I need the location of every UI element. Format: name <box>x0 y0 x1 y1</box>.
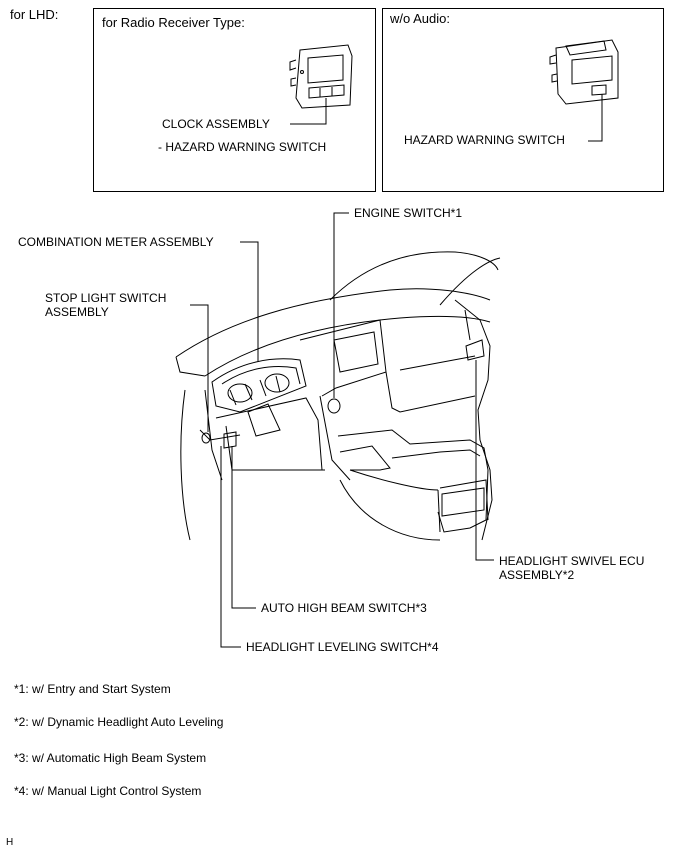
figure-code: H <box>6 837 14 848</box>
radio-hazard-switch-label: - HAZARD WARNING SWITCH <box>158 140 327 154</box>
footnote-4: *4: w/ Manual Light Control System <box>14 784 202 798</box>
engine-switch-label: ENGINE SWITCH*1 <box>354 206 463 220</box>
footnote-1: *1: w/ Entry and Start System <box>14 682 171 696</box>
inset-wo-audio-box <box>382 8 664 192</box>
inset-wo-audio-title: w/o Audio: <box>390 11 450 26</box>
headlight-leveling-leader-line <box>220 446 241 648</box>
combination-meter-leader-line <box>240 241 259 362</box>
inset-radio-title: for Radio Receiver Type: <box>102 15 245 30</box>
headlight-swivel-ecu-leader-line <box>475 360 494 561</box>
auto-high-beam-leader-line <box>231 446 256 609</box>
dashboard-drawing <box>175 251 501 541</box>
clock-assembly-drawing <box>289 44 353 109</box>
wo-audio-hazard-leader-line <box>588 94 603 142</box>
wo-audio-hazard-switch-label: HAZARD WARNING SWITCH <box>404 133 565 147</box>
wo-audio-panel-drawing <box>549 39 619 105</box>
engine-switch-leader-line <box>333 212 349 398</box>
headlight-swivel-ecu-label: HEADLIGHT SWIVEL ECU ASSEMBLY*2 <box>499 554 645 582</box>
headlight-leveling-switch-label: HEADLIGHT LEVELING SWITCH*4 <box>246 640 439 654</box>
stop-light-switch-label: STOP LIGHT SWITCH ASSEMBLY <box>45 291 167 319</box>
for-lhd-label: for LHD: <box>10 7 59 22</box>
auto-high-beam-switch-label: AUTO HIGH BEAM SWITCH*3 <box>261 601 427 615</box>
footnote-3: *3: w/ Automatic High Beam System <box>14 751 207 765</box>
clock-assembly-label: CLOCK ASSEMBLY <box>162 117 270 131</box>
inset-radio-receiver-box <box>93 8 376 192</box>
footnote-2: *2: w/ Dynamic Headlight Auto Leveling <box>14 715 224 729</box>
stop-light-switch-leader-line <box>190 304 209 432</box>
combination-meter-label: COMBINATION METER ASSEMBLY <box>18 235 214 249</box>
clock-leader-line <box>290 98 327 125</box>
